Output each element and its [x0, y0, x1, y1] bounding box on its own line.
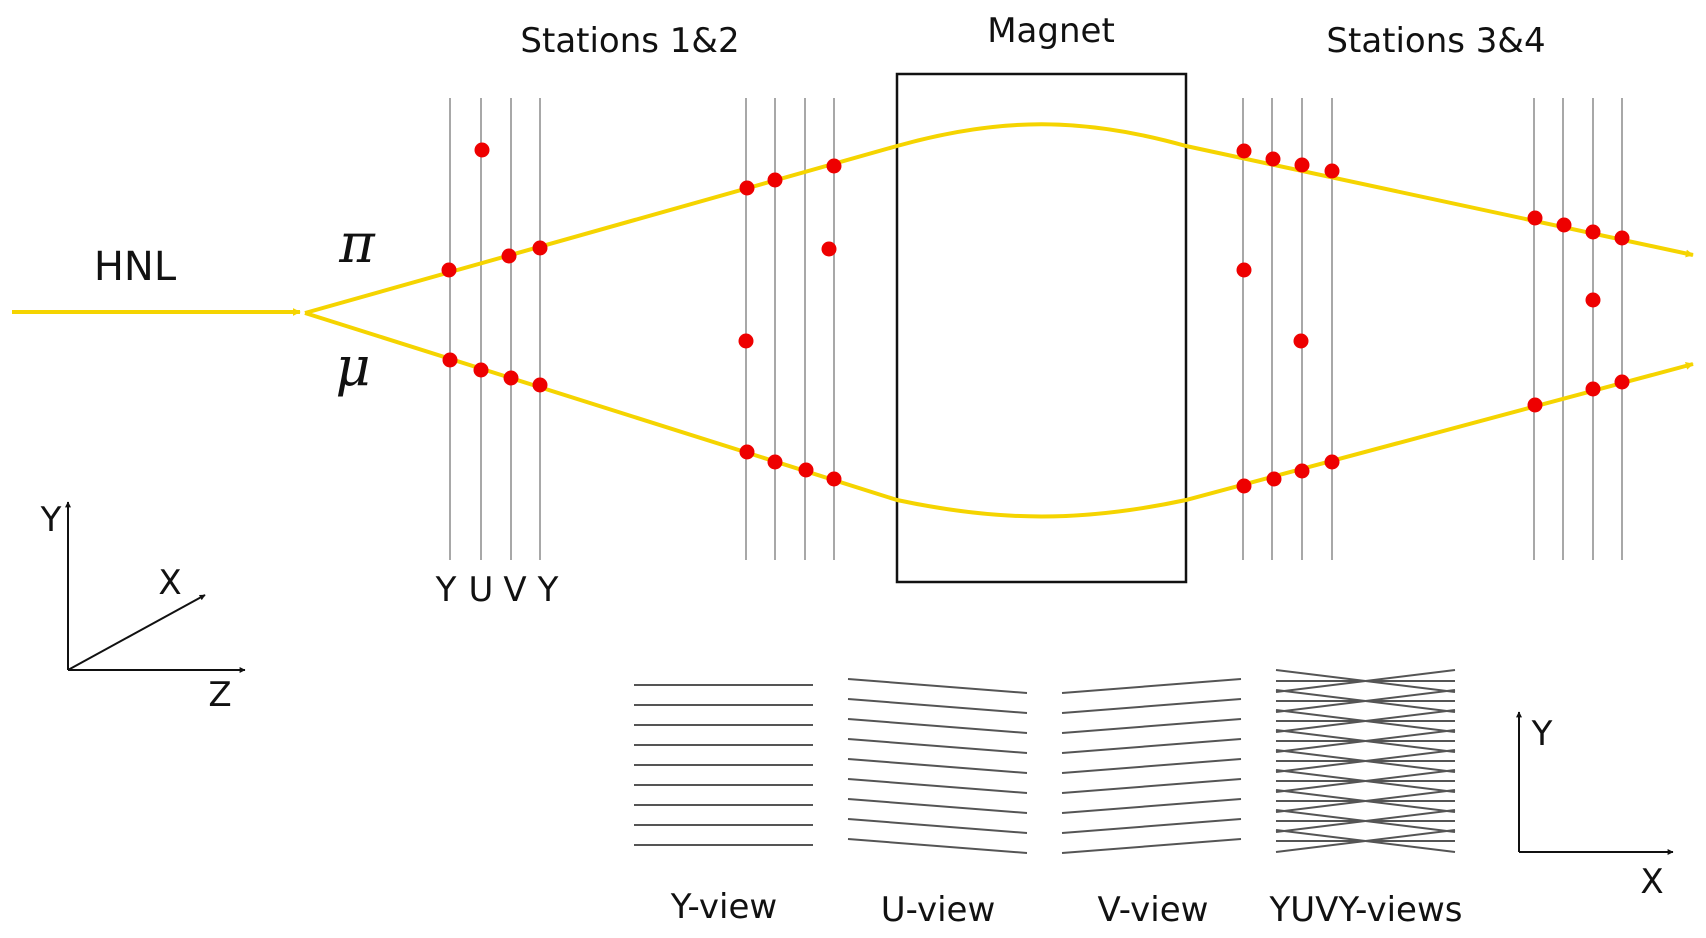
axis-3d-y-label: Y: [40, 500, 62, 540]
pion-hit-19: [1265, 151, 1281, 167]
yuvy-view-v-strip-6: [1275, 769, 1456, 793]
pion-hit-31: [1614, 230, 1630, 246]
u-view-strip-3: [847, 718, 1028, 734]
muon-hit-8: [532, 377, 548, 393]
u-view-strip-9: [847, 838, 1028, 854]
plane-label-y2: Y: [537, 570, 559, 610]
yuvy-view-v-strip-4: [1275, 729, 1456, 753]
axis-3d-z-label: Z: [208, 675, 231, 715]
noise-hit-1: [474, 142, 490, 158]
y-view-label: Y-view: [670, 887, 777, 927]
u-view-strip-6: [847, 778, 1028, 794]
pion-hit-2: [441, 262, 457, 278]
v-view-strip-5: [1061, 758, 1242, 774]
v-view-strip-8: [1061, 818, 1242, 834]
u-view-strip-7: [847, 798, 1028, 814]
pion-hit-4: [532, 240, 548, 256]
v-view-label: V-view: [1098, 890, 1209, 930]
muon-hit-33: [1527, 397, 1543, 413]
noise-hit-23: [1293, 333, 1309, 349]
pion-hit-28: [1527, 210, 1543, 226]
pion-hit-10: [767, 172, 783, 188]
muon-hit-14: [739, 444, 755, 460]
mu-label: μ: [335, 335, 370, 398]
noise-hit-12: [821, 241, 837, 257]
v-view-strip-9: [1061, 838, 1242, 854]
v-view-strip-2: [1061, 698, 1242, 714]
axis-3d-x-label: X: [158, 563, 181, 603]
plane-label-v: V: [503, 570, 526, 610]
yuvy-view-v-strip-7: [1275, 789, 1456, 813]
muon-hit-25: [1266, 471, 1282, 487]
muon-hit-17: [826, 471, 842, 487]
strip-views: [634, 669, 1456, 854]
magnet-label: Magnet: [987, 11, 1115, 51]
v-view-strip-7: [1061, 798, 1242, 814]
detector-hits: [441, 142, 1630, 494]
pion-hit-3: [501, 248, 517, 264]
pi-label: π: [338, 212, 376, 275]
yuvy-view-v-strip-8: [1275, 809, 1456, 833]
muon-hit-34: [1585, 381, 1601, 397]
stations-3-4-label: Stations 3&4: [1326, 21, 1545, 61]
axis-2d-x-label: X: [1640, 862, 1663, 902]
plane-label-u: U: [469, 570, 494, 610]
stations-1-2-label: Stations 1&2: [520, 21, 739, 61]
muon-hit-35: [1614, 374, 1630, 390]
muon-hit-7: [503, 370, 519, 386]
u-view-label: U-view: [881, 890, 996, 930]
yuvy-view-v-strip-1: [1275, 669, 1456, 693]
u-view-strip-1: [847, 678, 1028, 694]
muon-hit-24: [1236, 478, 1252, 494]
yuvy-view-v-strip-9: [1275, 829, 1456, 853]
magnet-box: [895, 72, 1188, 584]
axes-2d: Y X: [1516, 711, 1674, 902]
yuvy-view-v-strip-5: [1275, 749, 1456, 773]
noise-hit-22: [1236, 262, 1252, 278]
station-wire-planes: [449, 98, 1623, 560]
muon-hit-27: [1324, 454, 1340, 470]
muon-hit-5: [442, 352, 458, 368]
muon-track: [304, 311, 1694, 519]
yuvy-view-v-strip-2: [1275, 689, 1456, 713]
muon-hit-26: [1294, 463, 1310, 479]
axes-3d: Y X Z: [40, 500, 246, 715]
v-view-strip-4: [1061, 738, 1242, 754]
v-view-strip-3: [1061, 718, 1242, 734]
muon-hit-6: [473, 362, 489, 378]
yuvy-view-v-strip-3: [1275, 709, 1456, 733]
muon-hit-15: [767, 454, 783, 470]
u-view-strip-4: [847, 738, 1028, 754]
noise-hit-13: [738, 333, 754, 349]
v-view-strip-1: [1061, 678, 1242, 694]
pion-hit-21: [1324, 163, 1340, 179]
u-view-strip-2: [847, 698, 1028, 714]
pion-track: [304, 122, 1694, 315]
hnl-label: HNL: [94, 244, 177, 290]
v-view-strip-6: [1061, 778, 1242, 794]
pion-hit-18: [1236, 143, 1252, 159]
pion-hit-11: [826, 158, 842, 174]
axis-3d-x-arrow: [67, 594, 206, 671]
u-view-strip-8: [847, 818, 1028, 834]
pion-hit-29: [1556, 217, 1572, 233]
pion-hit-30: [1585, 224, 1601, 240]
pion-hit-9: [739, 180, 755, 196]
axis-2d-y-label: Y: [1531, 714, 1553, 754]
muon-hit-16: [798, 462, 814, 478]
noise-hit-32: [1585, 292, 1601, 308]
pion-hit-20: [1294, 157, 1310, 173]
u-view-strip-5: [847, 758, 1028, 774]
yuvy-views-label: YUVY-views: [1268, 890, 1462, 930]
plane-label-y1: Y: [435, 570, 457, 610]
